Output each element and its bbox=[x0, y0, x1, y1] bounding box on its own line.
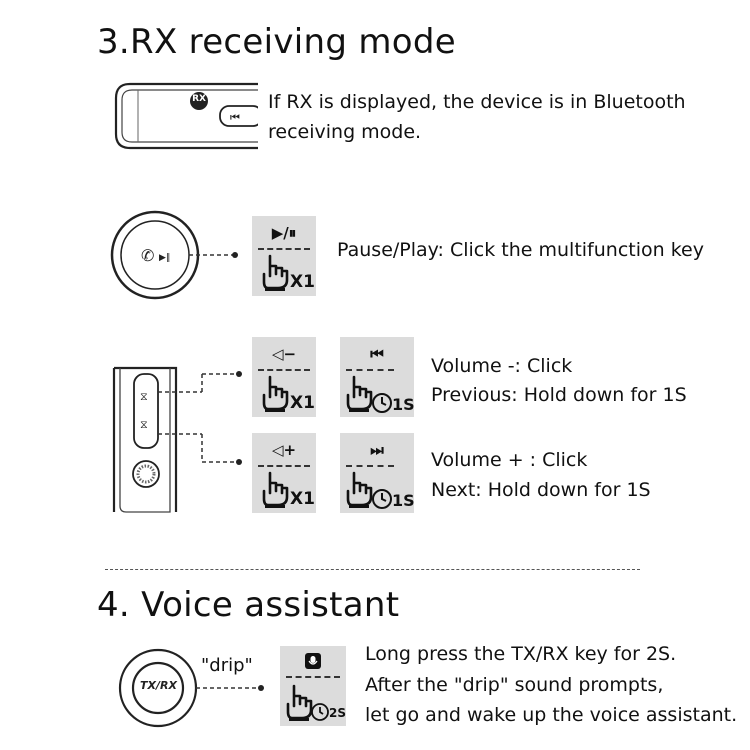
volume-plus-icon: ◁+ bbox=[271, 441, 297, 459]
next-card: ⏭ 1S bbox=[340, 433, 415, 513]
device-top-illustration: ⏮ bbox=[114, 82, 258, 150]
hold-duration: 1S bbox=[392, 395, 415, 414]
multifunction-key-illustration: ✆ ▶‖ bbox=[110, 210, 238, 300]
rx-badge-icon bbox=[190, 92, 208, 110]
next-icon: ⏭ bbox=[370, 441, 384, 459]
svg-text:⧖: ⧖ bbox=[140, 418, 148, 431]
volume-minus-card: ◁− X1 bbox=[252, 337, 316, 417]
hand-hold-icon bbox=[346, 375, 373, 412]
drip-label: "drip" bbox=[201, 655, 253, 676]
click-count: X1 bbox=[290, 272, 315, 292]
rx-description-line-2: receiving mode. bbox=[268, 121, 422, 143]
svg-text:✆: ✆ bbox=[141, 246, 154, 265]
rx-description-line-1: If RX is displayed, the device is in Blu… bbox=[268, 91, 686, 113]
device-side-illustration: ⧖ ⧖ bbox=[112, 366, 242, 513]
previous-card: ⏮ 1S bbox=[340, 337, 415, 417]
hand-click-icon bbox=[262, 254, 289, 291]
svg-text:⏮: ⏮ bbox=[230, 111, 240, 124]
pause-play-text: Pause/Play: Click the multifunction key bbox=[337, 239, 704, 261]
voice-assistant-card: 2S bbox=[280, 646, 346, 726]
txrx-key-label: TX/RX bbox=[140, 679, 177, 692]
rx-badge-label: RX bbox=[192, 94, 206, 104]
next-text: Next: Hold down for 1S bbox=[431, 479, 651, 501]
svg-text:▶‖: ▶‖ bbox=[159, 253, 170, 263]
play-pause-icon: ▶/⏸ bbox=[271, 224, 297, 242]
volume-minus-icon: ◁− bbox=[271, 345, 297, 363]
svg-text:⧖: ⧖ bbox=[140, 390, 148, 403]
pause-play-card: ▶/⏸ X1 bbox=[252, 216, 316, 296]
section-divider bbox=[105, 569, 640, 570]
section-3-title: 3.RX receiving mode bbox=[97, 22, 456, 62]
volume-plus-card: ◁+ X1 bbox=[252, 433, 316, 513]
voice-line-2: After the "drip" sound prompts, bbox=[365, 674, 664, 696]
microphone-icon bbox=[305, 653, 321, 669]
click-count: X1 bbox=[290, 489, 315, 509]
section-4-title: 4. Voice assistant bbox=[97, 585, 400, 625]
previous-text: Previous: Hold down for 1S bbox=[431, 384, 687, 406]
clock-icon bbox=[311, 703, 329, 721]
hold-duration: 1S bbox=[392, 491, 415, 510]
previous-icon: ⏮ bbox=[370, 345, 384, 363]
hand-click-icon bbox=[262, 471, 289, 508]
txrx-key-illustration bbox=[118, 648, 264, 728]
hand-hold-icon bbox=[286, 684, 313, 721]
click-count: X1 bbox=[290, 393, 315, 413]
hold-duration: 2S bbox=[329, 706, 346, 720]
voice-line-1: Long press the TX/RX key for 2S. bbox=[365, 643, 677, 665]
clock-icon bbox=[372, 489, 392, 509]
volume-plus-text: Volume + : Click bbox=[431, 449, 588, 471]
voice-line-3: let go and wake up the voice assistant. bbox=[365, 704, 738, 726]
clock-icon bbox=[372, 393, 392, 413]
hand-click-icon bbox=[262, 375, 289, 412]
hand-hold-icon bbox=[346, 471, 373, 508]
volume-minus-text: Volume -: Click bbox=[431, 355, 573, 377]
